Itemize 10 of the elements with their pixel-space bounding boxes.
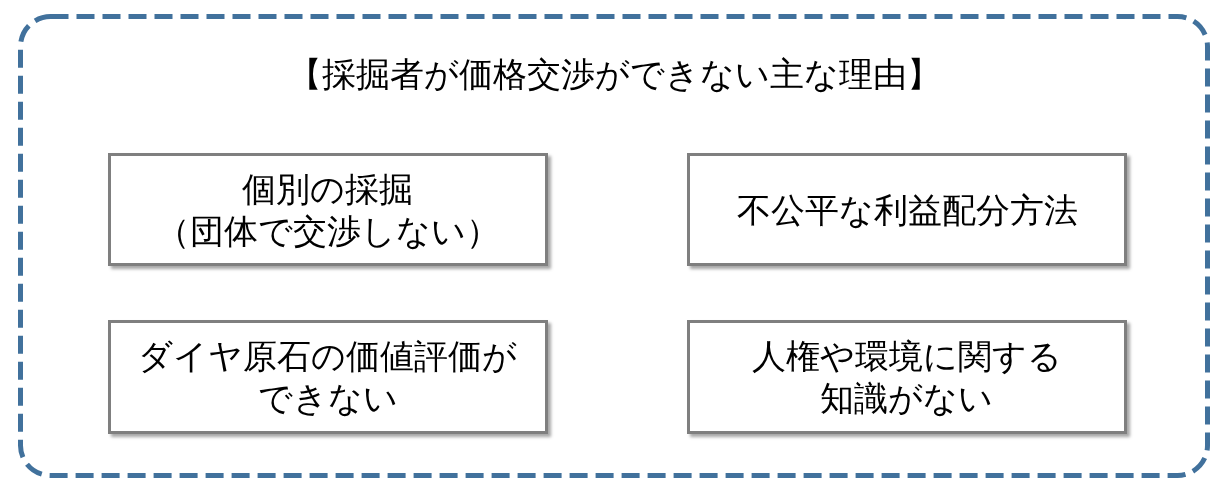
dashed-frame bbox=[18, 14, 1210, 478]
reason-text: 不公平な利益配分方法 bbox=[736, 188, 1078, 231]
heading: 【採掘者が価格交渉ができない主な理由】 bbox=[287, 53, 941, 95]
reason-box bbox=[687, 153, 1127, 266]
reason-text: ダイヤ原石の価値評価ができない bbox=[137, 335, 519, 419]
reason-box bbox=[687, 320, 1127, 434]
reason-text: 人権や環境に関する知識がない bbox=[751, 335, 1063, 419]
reason-box bbox=[108, 153, 548, 266]
reason-box bbox=[108, 320, 548, 434]
reason-text: 個別の採掘（団体で交渉しない） bbox=[155, 167, 501, 252]
